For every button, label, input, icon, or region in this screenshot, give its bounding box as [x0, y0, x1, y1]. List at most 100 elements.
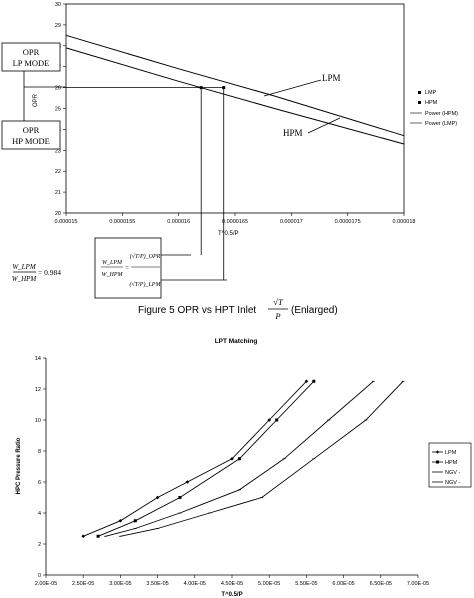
c1-legend-1-marker: [418, 101, 421, 104]
c2-legend-label-3: NGV -: [445, 480, 460, 486]
c2-xlabel: T^0.5/P: [221, 592, 242, 598]
c2-point: [133, 519, 137, 523]
c1-legend: LMP HPM Power (HPM) Power (LMP): [410, 90, 458, 127]
c2-legend-marker-0: [435, 450, 440, 454]
c1-marker-hpm: [199, 86, 203, 90]
c1-legend-0-marker: [418, 91, 421, 94]
c2-point: [230, 456, 234, 461]
c2-legend-label-0: LPM: [445, 450, 457, 456]
c2-y-tick-label: 10: [35, 418, 41, 424]
c2-point: [81, 534, 85, 539]
eq-box-rhs-den: (√T/P)_LPM: [130, 281, 162, 288]
c2-x-tick-label: 6.50E-05: [370, 581, 392, 587]
c1-legend-2: Power (HPM): [425, 111, 458, 117]
c2-legend-box: [428, 442, 472, 488]
eq-box-rhs-num: (√T/P)_OPR: [130, 253, 161, 260]
c2-point: [155, 495, 160, 500]
c1-markers: [199, 86, 226, 90]
annot-hpm-leader: [307, 117, 341, 134]
box-opr-lp-line2: LP MODE: [13, 58, 50, 68]
c1-y-tick-label: 22: [55, 169, 61, 175]
annot-lpm: LPM: [322, 73, 341, 83]
c1-legend-1: HPM: [425, 100, 438, 106]
c2-x-tick-label: 2.00E-05: [35, 581, 57, 587]
c1-x-tick-label: 0.0000155: [109, 219, 135, 225]
c2-point: [312, 379, 316, 383]
c2-x-tick-label: 7.00E-05: [407, 581, 429, 587]
c2-legend-label-1: HPM: [445, 460, 458, 466]
c2-point: [267, 418, 271, 422]
c1-x-tick-label: 0.0000175: [335, 219, 361, 225]
c2-y-tick-label: 14: [35, 356, 41, 362]
c2-y-tick-label: 4: [38, 511, 41, 517]
c1-y-tick-label: 23: [55, 148, 61, 154]
c1-reference-lines: [66, 87, 225, 280]
c1-legend-0: LMP: [425, 90, 437, 96]
c2-legend-label-2: NGV -: [445, 470, 460, 476]
c1-x-tick-label: 0.000018: [393, 219, 416, 225]
figure5: 2021222324252627282930 0.0000150.0000155…: [1, 2, 458, 321]
eq-box-content: W_LPM W_HPM = (√T/P)_OPR (√T/P)_LPM: [101, 253, 161, 288]
c1-series-lpm: [65, 34, 405, 137]
eq-box-lhs-den: W_HPM: [102, 272, 124, 278]
c1-xlabel: T^0.5/P: [218, 231, 239, 237]
box-opr-lp-mode: [1, 42, 61, 72]
c1-marker-lmp: [222, 86, 226, 90]
plot-frame-1: [65, 3, 405, 214]
c1-series-hpm: [65, 47, 405, 145]
c2-x-tick-label: 6.00E-05: [332, 581, 354, 587]
c1-ylabel: OPR: [33, 93, 39, 107]
c2-y-tick-label: 8: [38, 449, 41, 455]
c2-y-tick-label: 0: [38, 573, 41, 579]
c2-legend: LPM HPM NGV - NGV -: [432, 450, 460, 486]
c2-point: [96, 534, 100, 538]
eq-ratio-den: W_HPM: [12, 275, 38, 283]
annot-lpm-leader: [263, 79, 322, 97]
eq-box-lhs-num: W_LPM: [102, 260, 123, 266]
c1-series-lines: [65, 34, 405, 145]
c2-point: [185, 480, 190, 484]
caption-prefix: Figure 5 OPR vs HPT Inlet: [138, 305, 256, 316]
c2-x-tick-label: 5.50E-05: [295, 581, 317, 587]
c2-title: LPT Matching: [215, 338, 258, 345]
c1-gridlines: [63, 3, 405, 216]
c2-y-tick-label: 2: [38, 542, 41, 548]
box-opr-hp-line1: OPR: [23, 125, 40, 135]
c1-x-tick-label: 0.000017: [280, 219, 303, 225]
c2-y-tick-label: 12: [35, 387, 41, 393]
caption-frac-den: P: [274, 311, 280, 321]
c2-series-3: [120, 380, 404, 537]
c1-y-tick-labels: 2021222324252627282930: [55, 2, 61, 217]
c2-x-tick-label: 4.00E-05: [184, 581, 206, 587]
c2-point: [275, 418, 279, 422]
c1-y-tick-label: 25: [55, 107, 61, 113]
annot-hpm: HPM: [283, 128, 303, 138]
box-opr-lp-line1: OPR: [23, 47, 40, 57]
eq-ratio-value: = 0.984: [38, 268, 61, 277]
eq-ratio: W_LPM W_HPM = 0.984: [12, 263, 61, 283]
c1-y-tick-label: 30: [55, 2, 61, 8]
c1-x-tick-label: 0.000016: [167, 219, 190, 225]
c2-x-tick-label: 4.50E-05: [221, 581, 243, 587]
c1-y-tick-label: 20: [55, 211, 61, 217]
c2-x-tick-label: 3.50E-05: [146, 581, 168, 587]
c2-series-1: [97, 380, 315, 537]
c1-y-tick-label: 21: [55, 190, 61, 196]
c2-point: [304, 379, 309, 384]
c1-y-tick-label: 26: [55, 86, 61, 92]
c2-legend-marker-1: [436, 460, 439, 464]
c2-markers: [81, 379, 405, 539]
caption-frac-num: √T: [273, 297, 284, 307]
box-opr-hp-line2: HP MODE: [12, 136, 50, 146]
eq-ratio-num: W_LPM: [12, 263, 37, 271]
box-opr-hp-mode: [1, 120, 61, 150]
figure5-caption: Figure 5 OPR vs HPT Inlet √T P (Enlarged…: [138, 297, 338, 321]
c2-point: [178, 496, 182, 499]
eq-box: [94, 237, 162, 299]
c2-x-tick-label: 2.50E-05: [72, 581, 94, 587]
c2-point: [237, 457, 241, 461]
